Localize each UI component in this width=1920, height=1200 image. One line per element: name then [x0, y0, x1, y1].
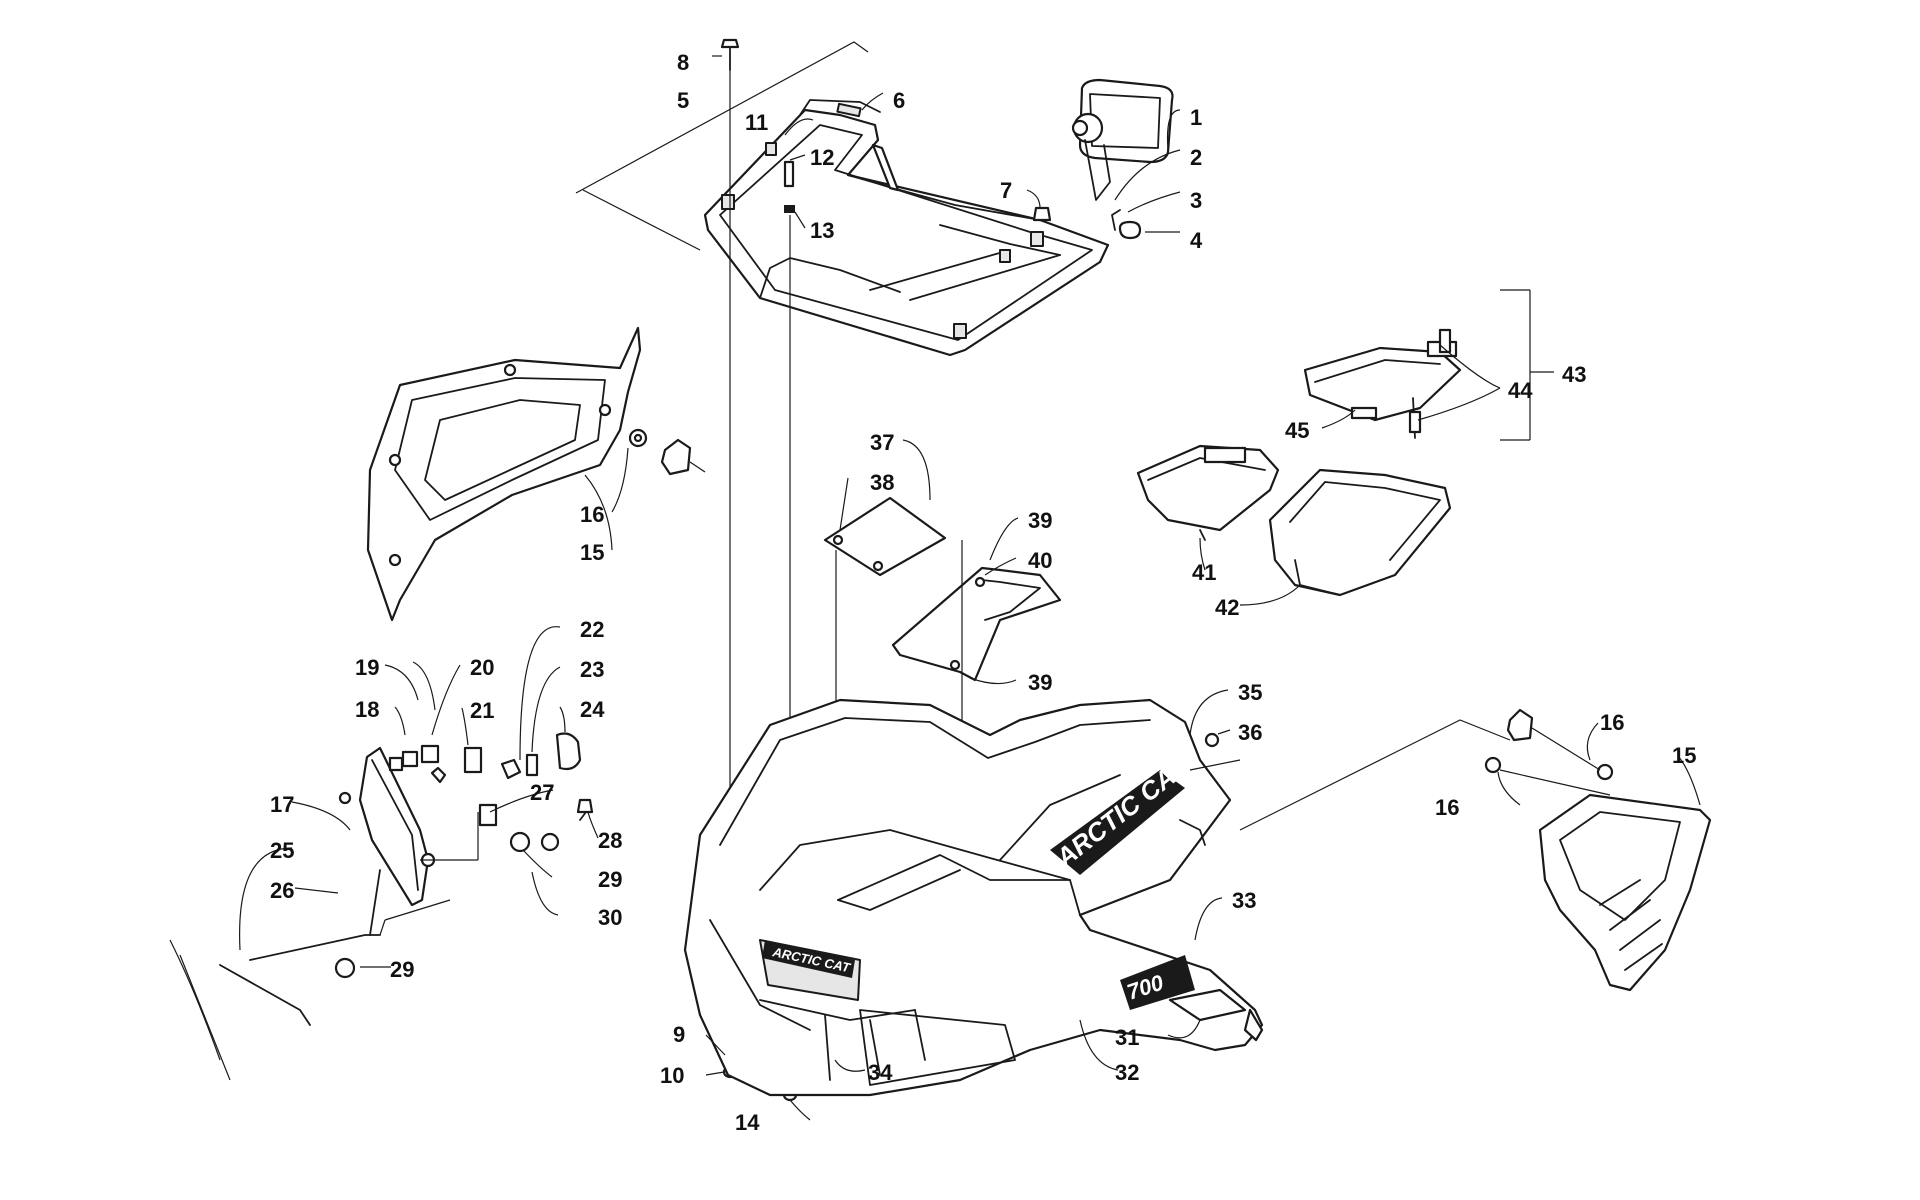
- callout-10: 10: [660, 1063, 684, 1088]
- callout-26: 26: [270, 878, 294, 903]
- callout-36: 36: [1238, 720, 1262, 745]
- callout-41: 41: [1192, 560, 1216, 585]
- callout-3: 3: [1190, 188, 1202, 213]
- callout-29: 29: [598, 867, 622, 892]
- callout-14: 14: [735, 1110, 760, 1135]
- left-side-panel: [366, 326, 706, 622]
- callout-13: 13: [810, 218, 834, 243]
- right-side-panel: [1484, 708, 1712, 992]
- callout-35: 35: [1238, 680, 1262, 705]
- callout-28: 28: [598, 828, 622, 853]
- callout-39-lower: 39: [1028, 670, 1052, 695]
- callout-20: 20: [470, 655, 494, 680]
- callout-25: 25: [270, 838, 294, 863]
- callout-31: 31: [1115, 1025, 1139, 1050]
- mirror-assembly: [1071, 78, 1174, 240]
- callout-30: 30: [598, 905, 622, 930]
- callout-23: 23: [580, 657, 604, 682]
- callout-1: 1: [1190, 105, 1202, 130]
- callout-16-right-lower: 16: [1435, 795, 1459, 820]
- callout-16-left: 16: [580, 502, 604, 527]
- callout-16-right: 16: [1600, 710, 1624, 735]
- callout-32: 32: [1115, 1060, 1139, 1085]
- front-fender-body: ARCTIC CAT 700 ARCTIC CAT: [683, 698, 1511, 1097]
- callout-27: 27: [530, 780, 554, 805]
- callout-44: 44: [1508, 378, 1533, 403]
- callout-43: 43: [1562, 362, 1586, 387]
- dash-panel-pieces: [823, 496, 1062, 905]
- callout-39-upper: 39: [1028, 508, 1052, 533]
- callout-21: 21: [470, 698, 494, 723]
- callout-22: 22: [580, 617, 604, 642]
- callout-34: 34: [868, 1060, 893, 1085]
- callout-12: 12: [810, 145, 834, 170]
- callout-numbers: 1 2 3 4 5 6 7 8 9 10 11 12 13 14 15 16 1…: [270, 50, 1696, 1135]
- callout-15-left: 15: [580, 540, 604, 565]
- callout-8: 8: [677, 50, 689, 75]
- callout-5: 5: [677, 88, 689, 113]
- callout-37: 37: [870, 430, 894, 455]
- callout-7: 7: [1000, 178, 1012, 203]
- callout-2: 2: [1190, 145, 1202, 170]
- callout-15-right: 15: [1672, 743, 1696, 768]
- callout-33: 33: [1232, 888, 1256, 913]
- callout-6: 6: [893, 88, 905, 113]
- callout-42: 42: [1215, 595, 1239, 620]
- callout-18: 18: [355, 697, 379, 722]
- headlight-assembly: [169, 732, 594, 1081]
- storage-box-assembly: [1136, 289, 1531, 597]
- callout-45: 45: [1285, 418, 1309, 443]
- callout-40: 40: [1028, 548, 1052, 573]
- callout-29-lower: 29: [390, 957, 414, 982]
- callout-19: 19: [355, 655, 379, 680]
- callout-9: 9: [673, 1022, 685, 1047]
- callout-24: 24: [580, 697, 605, 722]
- callout-4: 4: [1190, 228, 1203, 253]
- callout-11: 11: [745, 110, 768, 135]
- callout-38: 38: [870, 470, 894, 495]
- callout-17: 17: [270, 792, 294, 817]
- front-rack-assembly: [575, 38, 1110, 1102]
- leader-lines: [238, 55, 1701, 1121]
